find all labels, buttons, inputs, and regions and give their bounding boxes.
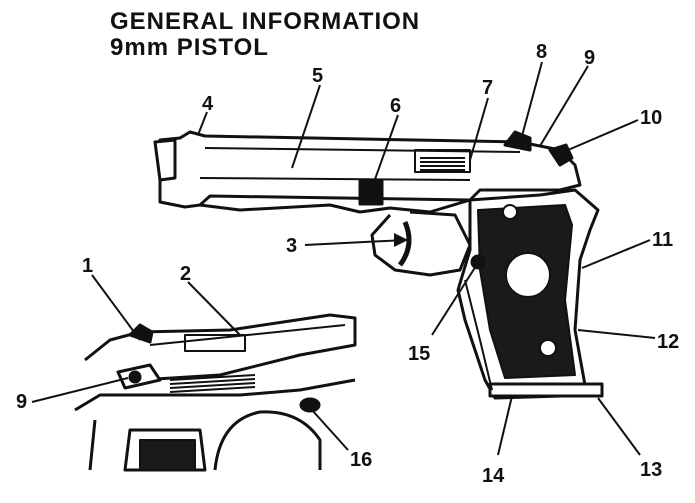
callout-4: 4 [202, 93, 214, 115]
callout-12: 12 [657, 331, 679, 353]
inset-slide-top [149, 324, 346, 346]
takedown-lever [358, 178, 384, 206]
callout-16: 16 [350, 449, 372, 471]
callout-9-main: 9 [584, 47, 595, 69]
inset-rear-sight [128, 323, 154, 344]
slide-serrations [420, 157, 465, 171]
leader-lines-main [197, 61, 656, 456]
callout-labels: 4 5 6 7 8 9 10 3 11 12 15 14 13 1 2 9 16 [16, 41, 679, 487]
callout-13: 13 [640, 459, 662, 481]
callout-10: 10 [640, 107, 662, 129]
inset-serrations [169, 374, 256, 393]
inset-grip-panel [139, 439, 196, 471]
rear-sight [503, 130, 532, 152]
slide-rib-line [204, 147, 521, 153]
callout-1: 1 [82, 255, 93, 277]
frame-outline [199, 198, 471, 214]
slide-lower-line [199, 177, 471, 181]
callout-15: 15 [408, 343, 430, 365]
magazine-floorplate [488, 382, 604, 398]
title-line-2: 9mm PISTOL [110, 34, 269, 61]
trigger [397, 221, 412, 267]
callout-9-inset: 9 [16, 391, 27, 413]
callout-5: 5 [312, 65, 323, 87]
inset-slide [84, 313, 357, 382]
front-strap [464, 279, 493, 391]
ejection-port [414, 149, 471, 173]
inset-slide-stop [299, 397, 321, 413]
callout-7: 7 [482, 77, 493, 99]
muzzle-block [153, 138, 177, 182]
inset-safety-dot [128, 370, 142, 384]
inset-frame [74, 378, 356, 412]
arrowhead-3 [394, 233, 408, 247]
main-pistol-drawing [153, 130, 604, 400]
grip-screw-lower [539, 339, 557, 357]
leader-lines-inset [31, 274, 349, 451]
callout-6: 6 [390, 95, 401, 117]
inset-drawing [74, 313, 357, 472]
callout-14: 14 [482, 465, 505, 487]
callout-2: 2 [180, 263, 191, 285]
hammer [548, 143, 574, 167]
grip-medallion [505, 252, 551, 298]
callout-3: 3 [286, 235, 297, 257]
callout-11: 11 [652, 229, 673, 251]
grip-screw-upper [502, 204, 518, 220]
inset-trigger-guard [213, 410, 322, 471]
magazine-release [470, 254, 486, 270]
callout-8: 8 [536, 41, 547, 63]
title-line-1: GENERAL INFORMATION [110, 8, 421, 35]
inset-ejection-port [184, 334, 246, 352]
inset-grip [88, 419, 207, 472]
trigger-guard [370, 210, 472, 277]
